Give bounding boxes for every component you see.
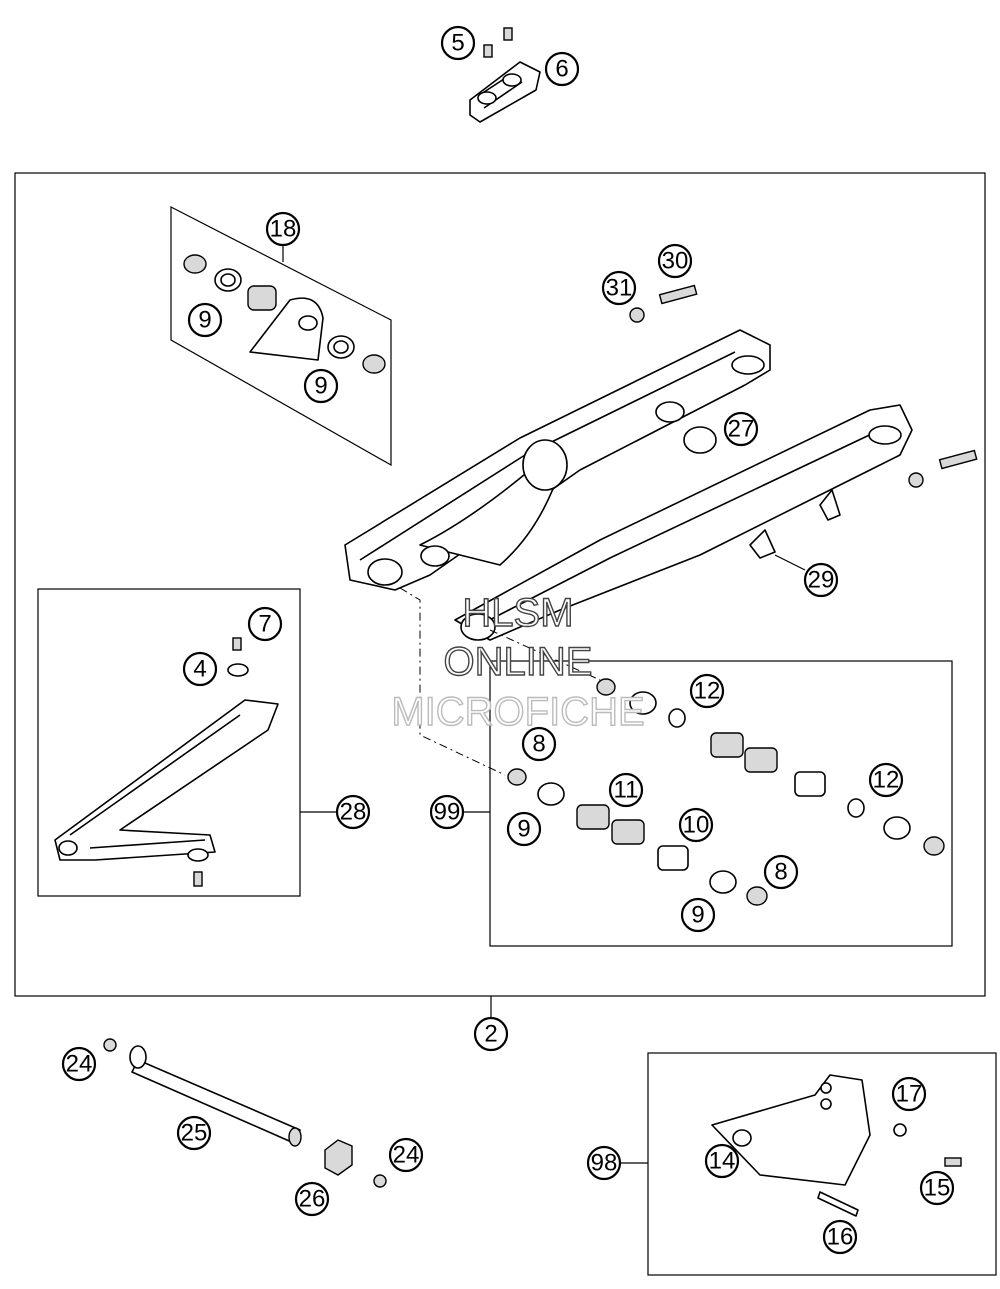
callout-31: 31 <box>601 270 637 306</box>
callout-9-b: 9 <box>303 368 339 404</box>
callout-98: 98 <box>586 1145 622 1181</box>
swingarm-part <box>344 329 913 641</box>
callout-99: 99 <box>429 794 465 830</box>
dash-leader-left <box>399 587 506 776</box>
watermark-line-1: HLSM <box>462 591 573 635</box>
callout-10: 10 <box>678 807 714 843</box>
callout-9-a: 9 <box>187 302 223 338</box>
callout-17: 17 <box>891 1076 927 1112</box>
chain-guide-frame <box>647 1052 997 1276</box>
svg-text:9: 9 <box>198 307 211 334</box>
callout-29: 29 <box>803 562 839 598</box>
svg-text:30: 30 <box>662 248 689 275</box>
callout-6: 6 <box>544 51 580 87</box>
watermark-line-3: MICROFICHE <box>391 690 644 734</box>
callout-25: 25 <box>176 1115 212 1151</box>
chain-guide-part <box>711 1074 962 1217</box>
callout-12-a: 12 <box>689 673 725 709</box>
svg-text:10: 10 <box>683 812 710 839</box>
svg-text:9: 9 <box>314 373 327 400</box>
callout-28: 28 <box>335 794 371 830</box>
svg-text:98: 98 <box>591 1150 618 1177</box>
callout-24-b: 24 <box>388 1137 424 1173</box>
svg-text:16: 16 <box>827 1224 854 1251</box>
leader-lines <box>282 245 806 1164</box>
bearing-kit-frame <box>170 206 392 467</box>
svg-text:8: 8 <box>532 731 545 758</box>
shock-bushing-part <box>683 426 717 454</box>
svg-text:15: 15 <box>924 1175 951 1202</box>
svg-text:17: 17 <box>896 1081 923 1108</box>
callout-26: 26 <box>294 1181 330 1217</box>
svg-text:5: 5 <box>451 30 464 57</box>
svg-text:2: 2 <box>484 1021 497 1048</box>
swingarm-axle-part <box>103 1038 387 1188</box>
swingarm-assembly-frame <box>14 172 986 997</box>
callout-2: 2 <box>473 1016 509 1052</box>
bearing-kit-parts <box>183 254 386 374</box>
svg-text:29: 29 <box>808 567 835 594</box>
pivot-bearing-parts <box>507 678 945 906</box>
svg-text:12: 12 <box>694 678 721 705</box>
svg-text:6: 6 <box>555 56 568 83</box>
svg-text:25: 25 <box>181 1120 208 1147</box>
svg-text:24: 24 <box>66 1051 93 1078</box>
screw-part-top <box>483 27 513 58</box>
callout-11: 11 <box>608 772 644 808</box>
svg-text:28: 28 <box>340 799 367 826</box>
svg-text:14: 14 <box>709 1148 736 1175</box>
pivot-bearing-frame <box>489 660 953 947</box>
svg-text:24: 24 <box>393 1142 420 1169</box>
dash-leader-right <box>489 629 601 681</box>
callout-12-b: 12 <box>868 762 904 798</box>
callout-9-c: 9 <box>506 811 542 847</box>
callout-14: 14 <box>704 1143 740 1179</box>
svg-text:11: 11 <box>614 777 639 804</box>
callout-24-a: 24 <box>61 1046 97 1082</box>
chain-slider-part <box>54 637 279 887</box>
callout-27: 27 <box>723 411 759 447</box>
svg-text:12: 12 <box>873 767 900 794</box>
callout-7: 7 <box>247 606 283 642</box>
svg-text:4: 4 <box>193 656 206 683</box>
callout-30: 30 <box>657 243 693 279</box>
callout-15: 15 <box>919 1170 955 1206</box>
callout-9-d: 9 <box>680 897 716 933</box>
svg-text:18: 18 <box>270 216 297 243</box>
callout-5: 5 <box>440 25 476 61</box>
svg-text:7: 7 <box>258 611 271 638</box>
chain-slider-frame <box>37 588 301 897</box>
callout-16: 16 <box>822 1219 858 1255</box>
callout-4: 4 <box>182 651 218 687</box>
svg-text:9: 9 <box>517 816 530 843</box>
svg-text:31: 31 <box>606 275 633 302</box>
svg-text:9: 9 <box>691 902 704 929</box>
svg-text:8: 8 <box>774 859 787 886</box>
callout-8-a: 8 <box>521 726 557 762</box>
callout-18: 18 <box>265 211 301 247</box>
svg-text:99: 99 <box>434 799 461 826</box>
adjuster-bolt-part <box>629 284 978 488</box>
svg-text:26: 26 <box>299 1186 326 1213</box>
svg-text:27: 27 <box>728 416 755 443</box>
watermark-line-2: ONLINE <box>444 640 593 684</box>
chain-guide-holder-part <box>469 61 541 123</box>
callout-8-b: 8 <box>763 854 799 890</box>
watermark: HLSM ONLINE MICROFICHE <box>391 590 646 734</box>
